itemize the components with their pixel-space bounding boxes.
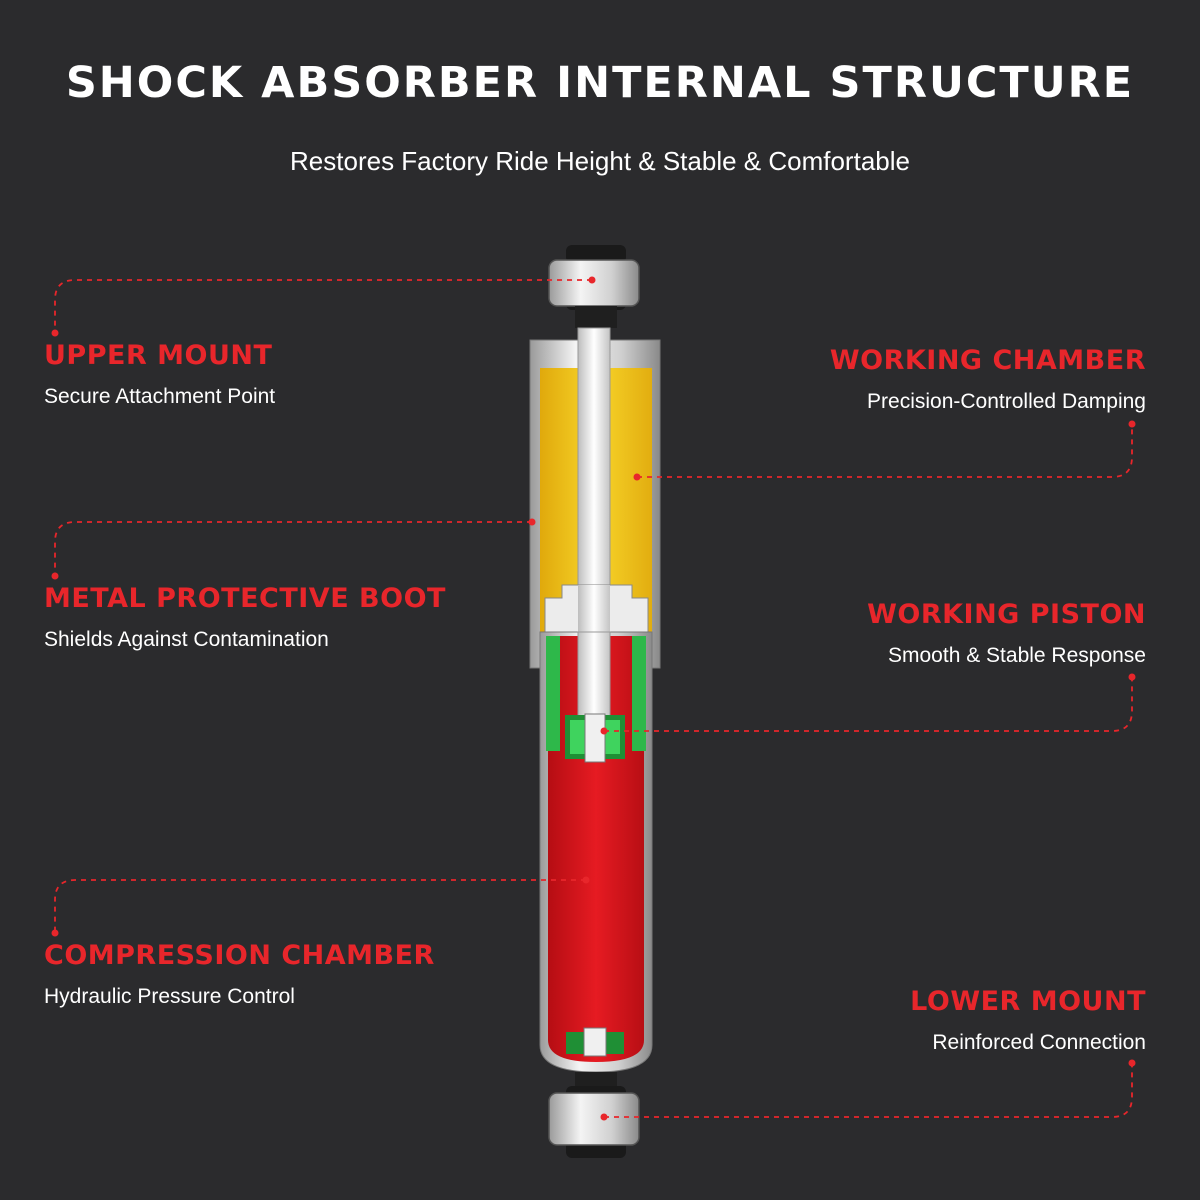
page-subtitle: Restores Factory Ride Height & Stable & … [290,146,910,176]
leader-working-piston [604,678,1133,732]
part-name: UPPER MOUNT [44,340,273,371]
upper-mount [548,245,640,328]
part-description: Secure Attachment Point [44,385,276,408]
pressure-tube [539,631,653,1073]
leader-compression-chamber [54,879,586,932]
base-valve [566,1027,624,1057]
part-name: LOWER MOUNT [910,986,1146,1017]
page-title: SHOCK ABSORBER INTERNAL STRUCTURE [65,58,1135,108]
label-working-chamber: WORKING CHAMBER Precision-Controlled Dam… [830,345,1146,414]
part-name: METAL PROTECTIVE BOOT [44,583,446,614]
leader-upper-mount [54,279,592,332]
part-name: COMPRESSION CHAMBER [44,940,435,971]
leader-protective-boot [54,521,532,575]
label-compression-chamber: COMPRESSION CHAMBER Hydraulic Pressure C… [44,940,435,1009]
part-name: WORKING CHAMBER [829,345,1146,376]
leader-lower-mount [604,1064,1133,1118]
label-working-piston: WORKING PISTON Smooth & Stable Response [867,599,1146,668]
part-description: Shields Against Contamination [44,628,329,651]
part-description: Smooth & Stable Response [888,644,1146,667]
label-lower-mount: LOWER MOUNT Reinforced Connection [910,986,1146,1055]
part-name: WORKING PISTON [867,599,1146,630]
leader-working-chamber [637,425,1133,478]
part-description: Precision-Controlled Damping [867,390,1146,413]
label-metal-protective-boot: METAL PROTECTIVE BOOT Shields Against Co… [44,583,446,652]
label-upper-mount: UPPER MOUNT Secure Attachment Point [44,340,275,409]
working-piston [565,713,625,763]
lower-mount [548,1072,640,1158]
part-description: Reinforced Connection [932,1031,1146,1054]
rod-guide [544,584,649,635]
part-description: Hydraulic Pressure Control [44,985,295,1008]
